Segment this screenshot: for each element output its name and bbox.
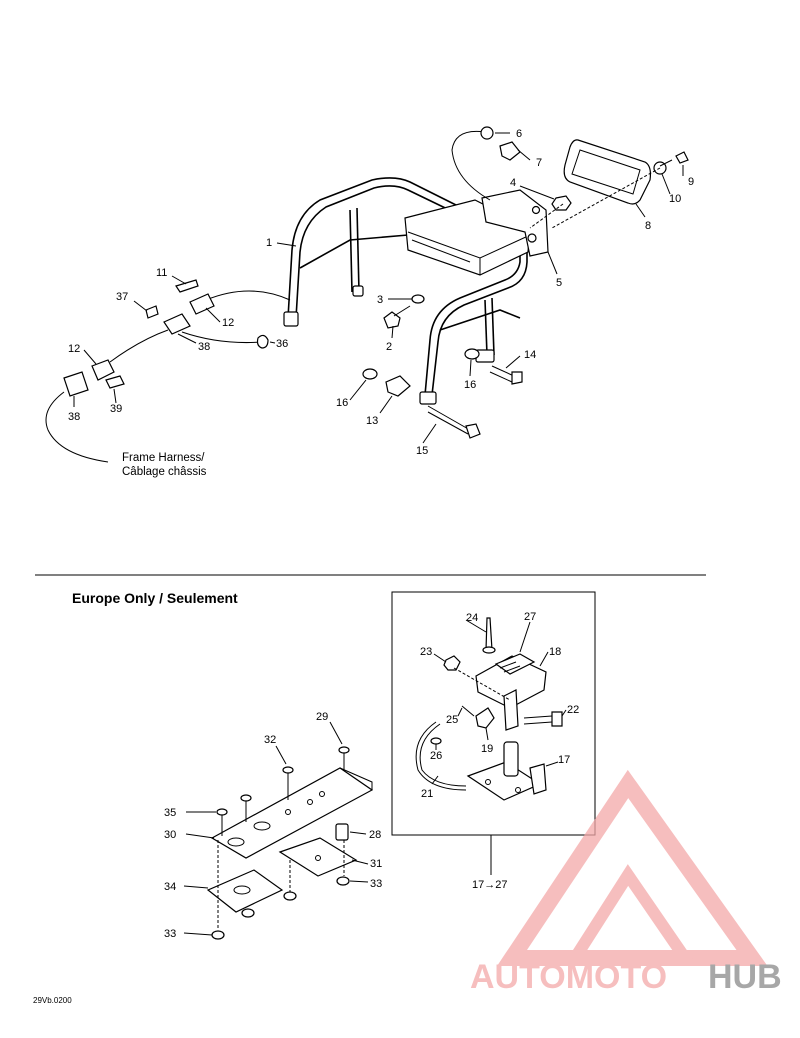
bolt-2	[383, 305, 411, 329]
callout-8: 8	[645, 220, 651, 232]
callout-15: 15	[416, 445, 428, 457]
callout-23: 23	[420, 646, 432, 658]
callout-14: 14	[524, 349, 536, 361]
callout-19: 19	[481, 743, 493, 755]
plate-34	[206, 869, 284, 913]
bolt-15	[427, 405, 481, 439]
callout-38b: 38	[68, 411, 80, 423]
callout-24: 24	[466, 612, 478, 624]
spacer-28	[335, 823, 349, 841]
watermark-text-dark: HUB	[708, 958, 782, 996]
wire-25	[461, 705, 475, 717]
callout-12b: 12	[68, 343, 80, 355]
bolt-35a	[216, 808, 228, 836]
key-19	[475, 707, 495, 729]
callout-11: 11	[156, 267, 167, 279]
callout-25: 25	[446, 714, 458, 726]
callout-3: 3	[377, 294, 383, 306]
kit-range-label: 17→27	[472, 879, 507, 891]
callout-7: 7	[536, 157, 542, 169]
watermark-logo: AUTOMOTO HUB	[470, 769, 782, 996]
bracket-31	[278, 837, 358, 877]
callout-9: 9	[688, 176, 694, 188]
callout-28: 28	[369, 829, 381, 841]
detail-box	[391, 591, 596, 836]
callout-22: 22	[567, 704, 579, 716]
section-title: Europe Only / Seulement	[72, 590, 238, 606]
callout-35: 35	[164, 807, 176, 819]
washer-3	[411, 294, 425, 304]
callout-30: 30	[164, 829, 176, 841]
callout-13: 13	[366, 415, 378, 427]
callout-5: 5	[556, 277, 562, 289]
callout-4: 4	[510, 177, 516, 189]
callout-38a: 38	[198, 341, 210, 353]
nut-4	[551, 195, 572, 211]
leader-lines	[73, 132, 684, 444]
callout-21: 21	[421, 788, 433, 800]
screw-9	[659, 151, 689, 167]
callout-36: 36	[276, 338, 288, 350]
callout-29: 29	[316, 711, 328, 723]
washer-26	[430, 737, 442, 745]
bolt-22	[523, 711, 563, 727]
leader-lines-lower	[183, 619, 567, 936]
plate-30	[210, 767, 374, 859]
harness-label-line1: Frame Harness/	[122, 452, 205, 464]
bracket-17	[466, 741, 547, 801]
nut-33c	[283, 891, 297, 901]
wiring-harness	[45, 279, 291, 463]
callout-26: 26	[430, 750, 442, 762]
nut-33b	[241, 908, 255, 918]
bolt-35b	[240, 794, 252, 822]
bracket-5	[481, 189, 549, 257]
callout-34: 34	[164, 881, 176, 893]
washer-16a	[362, 368, 378, 380]
callout-33b: 33	[164, 928, 176, 940]
washer-16b	[464, 348, 480, 360]
nut-33d	[336, 876, 350, 886]
bulb-7	[499, 141, 521, 161]
bolt-14	[489, 365, 523, 385]
callout-16a: 16	[336, 397, 348, 409]
callout-labels: 1 2 3 4 5 6 7 8 9 10 11 12 12 13 14 15 1…	[68, 128, 694, 940]
callout-32: 32	[264, 734, 276, 746]
nut-23	[443, 655, 461, 671]
callout-33a: 33	[370, 878, 382, 890]
spacer-13	[385, 375, 411, 397]
callout-10: 10	[669, 193, 681, 205]
pin-24	[482, 617, 496, 654]
callout-18: 18	[549, 646, 561, 658]
callout-31: 31	[370, 858, 382, 870]
callout-16b: 16	[464, 379, 476, 391]
wire-21	[415, 721, 467, 791]
callout-27: 27	[524, 611, 536, 623]
bolt-32	[282, 766, 294, 800]
callout-2: 2	[386, 341, 392, 353]
rack-frame	[283, 177, 528, 405]
harness-label-line2: Câblage châssis	[122, 466, 207, 478]
bolt-29	[338, 746, 350, 770]
lock-housing-18	[475, 653, 547, 731]
tail-light	[563, 139, 652, 205]
callout-12a: 12	[222, 317, 234, 329]
socket-6	[451, 126, 494, 201]
document-id: 29Vb.0200	[33, 996, 72, 1005]
nut-33a	[211, 930, 225, 940]
callout-37: 37	[116, 291, 128, 303]
callout-1: 1	[266, 237, 272, 249]
callout-17: 17	[558, 754, 570, 766]
callout-39: 39	[110, 403, 122, 415]
watermark-text-accent: AUTOMOTO	[470, 958, 667, 996]
callout-6: 6	[516, 128, 522, 140]
